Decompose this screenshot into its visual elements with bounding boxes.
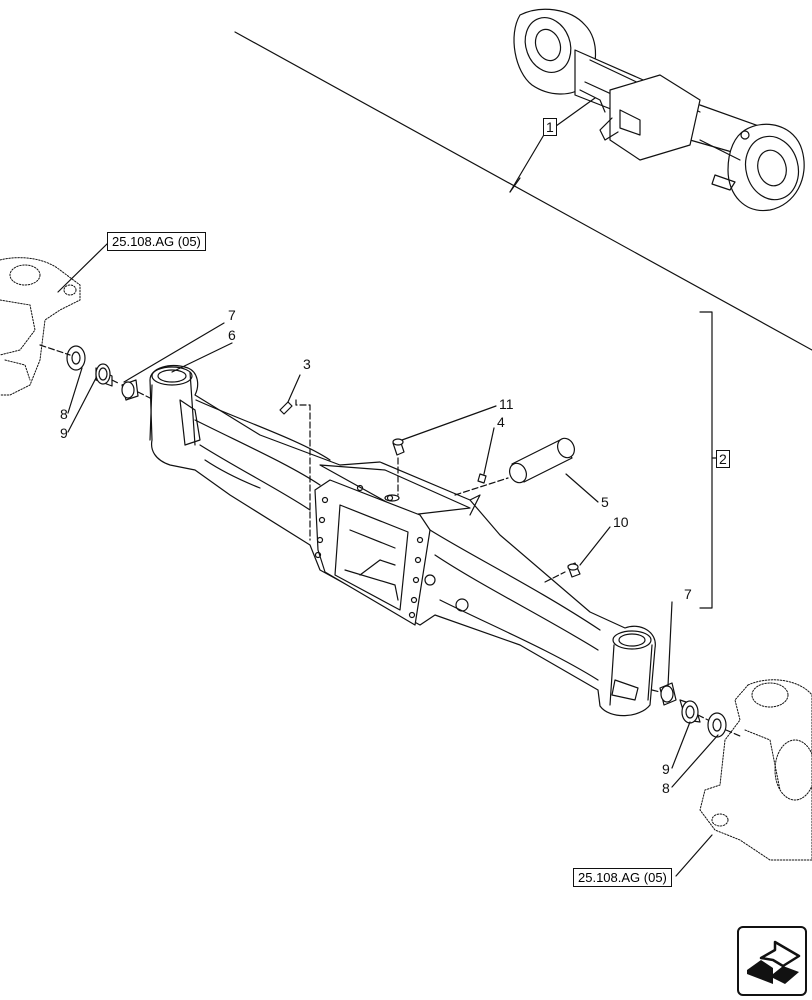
axle-housing-illustration xyxy=(149,365,656,717)
plug-part-11 xyxy=(392,438,405,496)
callout-5: 5 xyxy=(601,494,609,510)
reference-link-top-left[interactable]: 25.108.AG (05) xyxy=(107,232,206,251)
arrow-glyph xyxy=(747,940,801,984)
sleeve-part-5 xyxy=(454,437,575,496)
callout-4: 4 xyxy=(497,414,505,430)
callout-2: 2 xyxy=(716,450,730,468)
left-steering-knuckle-illustration xyxy=(0,257,81,396)
callout-6: 6 xyxy=(228,327,236,343)
callout-10: 10 xyxy=(613,514,629,530)
callout-2-bracket xyxy=(699,311,713,609)
callout-11: 11 xyxy=(499,396,514,412)
reference-link-bottom-right[interactable]: 25.108.AG (05) xyxy=(573,868,672,887)
callout-9-left: 9 xyxy=(60,425,68,441)
pin-part-4 xyxy=(477,473,487,484)
right-seal-part xyxy=(681,700,699,724)
callout-7-left: 7 xyxy=(228,307,236,323)
callout-8-left: 8 xyxy=(60,406,68,422)
right-bushing-part xyxy=(660,685,674,703)
pin-part-3 xyxy=(279,399,311,541)
right-steering-knuckle-illustration xyxy=(699,679,812,861)
left-washer-part xyxy=(66,345,86,371)
callout-8-right: 8 xyxy=(662,780,670,796)
right-small-parts xyxy=(651,682,741,738)
callout-3: 3 xyxy=(303,356,311,372)
left-small-parts xyxy=(39,344,151,401)
left-bushing-part xyxy=(121,381,135,399)
callout-leaders xyxy=(57,242,719,877)
callout-7-right: 7 xyxy=(684,586,692,602)
plug-part-10 xyxy=(544,562,581,583)
right-washer-part xyxy=(707,712,727,738)
next-page-arrow-icon[interactable] xyxy=(737,926,807,996)
callout-9-right: 9 xyxy=(662,761,670,777)
axle-overview-illustration xyxy=(513,8,805,212)
left-seal-part xyxy=(95,363,111,385)
callout-1-leaders xyxy=(234,31,812,351)
callout-1: 1 xyxy=(543,118,557,136)
